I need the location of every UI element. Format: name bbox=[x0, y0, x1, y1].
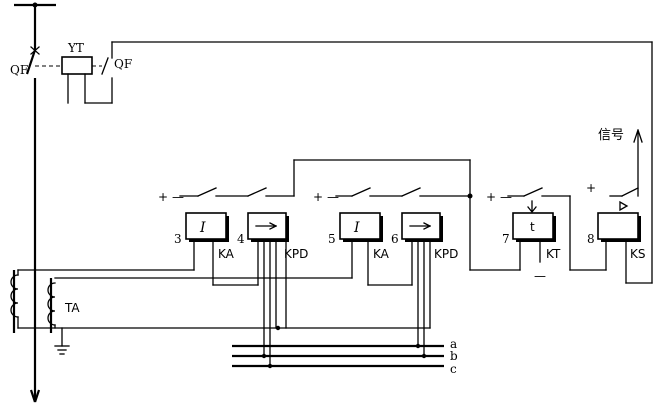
node-kpd6-a bbox=[415, 343, 421, 349]
ks-contact bbox=[621, 187, 639, 197]
plus-1: + bbox=[158, 190, 168, 204]
relay-3-num: 3 bbox=[174, 232, 182, 246]
qf-cross-2 bbox=[30, 46, 40, 55]
kt-delay-mark bbox=[527, 200, 537, 214]
ta-coil-1 bbox=[10, 274, 19, 318]
relay-7-num: 7 bbox=[502, 232, 510, 246]
relay-5-name: KA bbox=[373, 247, 390, 261]
node-kpd4-c bbox=[267, 363, 273, 369]
minus-3: — bbox=[500, 190, 512, 204]
node-kpd4-b bbox=[261, 353, 267, 359]
relay-7-name: KT bbox=[546, 247, 561, 261]
qf-left-label: QF bbox=[10, 63, 28, 77]
relay-6-arrowhead bbox=[423, 222, 431, 230]
signal-arrow bbox=[633, 129, 643, 143]
relay-3-name: KA bbox=[218, 247, 235, 261]
relay-8-name: KS bbox=[630, 247, 646, 261]
plus-3: + bbox=[486, 190, 496, 204]
ta-coil-2 bbox=[47, 282, 56, 326]
relay-4-num: 4 bbox=[237, 232, 245, 246]
qf-breaker-contact bbox=[25, 49, 37, 75]
relay-3-symbol: I bbox=[199, 220, 206, 236]
minus-1: — bbox=[172, 190, 184, 204]
signal-label: 信号 bbox=[598, 128, 624, 143]
relay-4-kpd bbox=[247, 212, 289, 242]
busbar-a-label: a bbox=[450, 337, 457, 351]
relay-8-ks bbox=[597, 200, 641, 242]
qf-right-label: QF bbox=[114, 57, 132, 71]
kpd4-contact bbox=[247, 187, 267, 197]
relay-4-arrowhead bbox=[269, 222, 277, 230]
kt-minus-label: — bbox=[534, 269, 546, 283]
relay-8-num: 8 bbox=[587, 232, 595, 246]
kpd6-contact bbox=[401, 187, 421, 197]
relay-7-kt: t bbox=[512, 200, 556, 242]
ta-label: TA bbox=[64, 301, 80, 315]
yt-trip-coil bbox=[61, 56, 93, 75]
relay-5-num: 5 bbox=[328, 232, 336, 246]
relay-4-name: KPD bbox=[284, 247, 308, 261]
kt-contact bbox=[523, 187, 543, 197]
yt-label: YT bbox=[67, 41, 84, 55]
plus-4: + bbox=[586, 181, 596, 195]
ka5-contact bbox=[351, 187, 371, 197]
main-line-arrow bbox=[29, 389, 41, 403]
plus-2: + bbox=[313, 190, 323, 204]
relay-6-kpd bbox=[401, 212, 443, 242]
node-kpd4-neutral bbox=[275, 325, 281, 331]
relay-3-ka: I bbox=[185, 212, 229, 242]
relay-7-symbol: t bbox=[530, 220, 535, 234]
relay-6-name: KPD bbox=[434, 247, 458, 261]
busbar-b-label: b bbox=[450, 349, 458, 363]
relay-5-symbol: I bbox=[353, 220, 360, 236]
qf-aux-contact bbox=[101, 57, 109, 75]
relay-5-ka: I bbox=[339, 212, 383, 242]
ka3-contact bbox=[197, 187, 217, 197]
ks-flag-mark bbox=[619, 200, 629, 212]
busbar-c-label: c bbox=[450, 362, 457, 376]
minus-2: — bbox=[327, 190, 339, 204]
node-kpd6-b bbox=[421, 353, 427, 359]
relay-6-num: 6 bbox=[391, 232, 399, 246]
